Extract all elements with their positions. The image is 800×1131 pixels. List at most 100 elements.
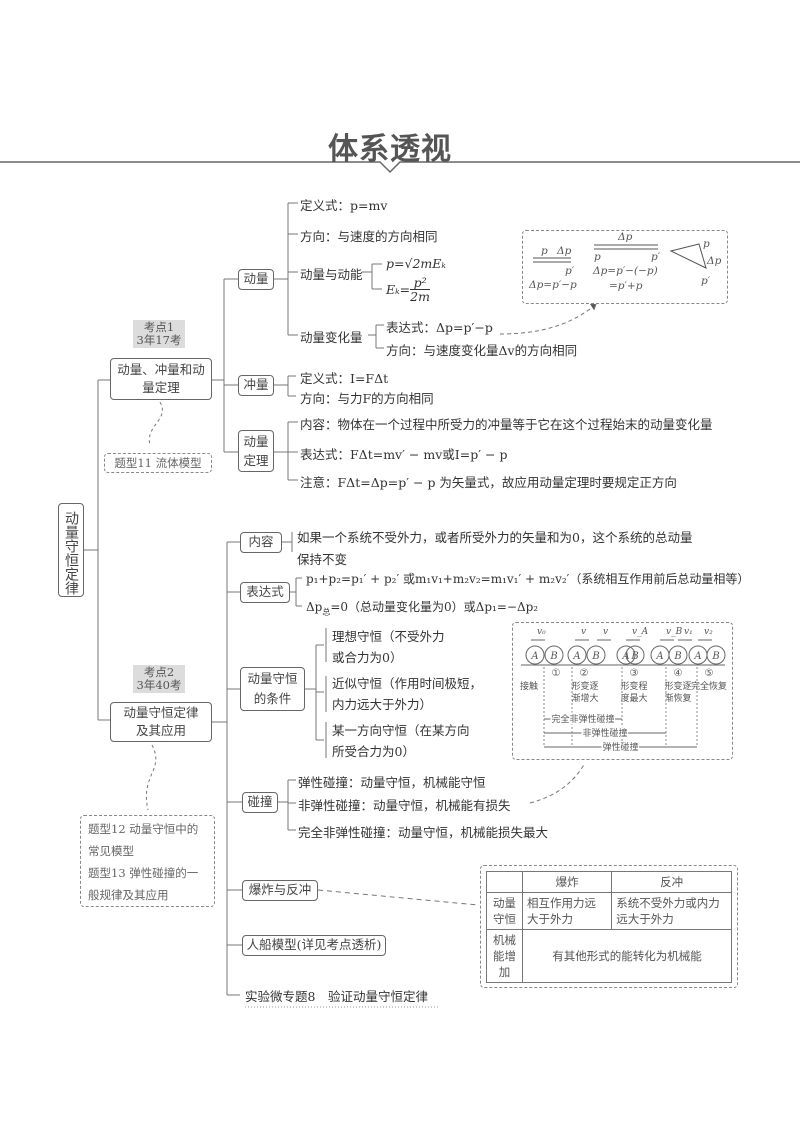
row-header-cell: 机械能增加 xyxy=(486,929,523,983)
theorem-expression: 表达式：FΔt=mv′ − mv或I=p′ − p xyxy=(300,447,508,462)
stage-caption: 形变程 xyxy=(620,680,647,692)
tag-line: 考点1 xyxy=(143,320,175,334)
node-line: 动量守恒 xyxy=(247,671,298,686)
ball-label: B xyxy=(549,651,557,662)
stage-caption: 形变逐 xyxy=(571,680,598,692)
collision-node: 碰撞 xyxy=(242,792,278,813)
expr-part: =0（总动量变化量为0）或Δp₁=−Δp₂ xyxy=(330,600,539,614)
expression-line: Δp总=0（总动量变化量为0）或Δp₁=−Δp₂ xyxy=(306,598,538,617)
momentum-change-expr: 表达式：Δp=p′−p xyxy=(386,320,493,335)
ball-label: A xyxy=(693,651,701,662)
node-line: 及其应用 xyxy=(135,723,186,738)
ball xyxy=(668,645,688,665)
expr-part: Δp xyxy=(306,600,323,614)
condition-line: 理想守恒（不受外力 xyxy=(332,629,445,644)
question-type-links[interactable]: 题型12 动量守恒中的 常见模型 题型13 弹性碰撞的一 般规律及其应用 xyxy=(80,815,215,907)
condition-line: 或合力为0） xyxy=(332,650,403,665)
ball-label: A xyxy=(621,651,629,662)
ke-lhs: Eₖ= xyxy=(386,282,411,297)
ball xyxy=(586,645,606,665)
velocity-label: v₂ xyxy=(704,627,713,637)
range-label: 完全非弹性碰撞 xyxy=(551,713,614,725)
ball xyxy=(567,645,587,665)
ball xyxy=(706,645,726,665)
fig-label: p xyxy=(541,245,548,257)
numerator: p² xyxy=(410,276,430,290)
stage-caption: 度最大 xyxy=(620,692,647,704)
stage-caption: 形变逐 xyxy=(664,680,691,692)
velocity-label: v₀ xyxy=(537,627,546,637)
impulse-direction: 方向：与力F的方向相同 xyxy=(300,391,434,406)
velocity-label: v₁ xyxy=(684,627,693,637)
collision-inelastic: 非弹性碰撞：动量守恒，机械能有损失 xyxy=(298,798,511,813)
collision-elastic: 弹性碰撞：动量守恒，机械能守恒 xyxy=(298,775,486,790)
section-title: 体系透视 xyxy=(328,132,452,167)
ball xyxy=(625,645,645,665)
experiment-topic[interactable]: 实验微专题8 验证动量守恒定律 xyxy=(245,989,428,1004)
stage-caption: 接触 xyxy=(520,680,538,692)
stage-caption: 渐增大 xyxy=(571,692,598,704)
link-line[interactable]: 题型13 弹性碰撞的一 xyxy=(88,866,199,880)
row-header-cell: 动量守恒 xyxy=(486,892,523,930)
header-cell: 反冲 xyxy=(611,871,732,893)
impulse-node: 冲量 xyxy=(238,375,274,396)
stage-number: ④ xyxy=(674,668,683,679)
range-label: 弹性碰撞 xyxy=(602,741,638,753)
ball-label: A xyxy=(530,651,538,662)
condition-direction: 某一方向守恒（在某方向 所受合力为0） xyxy=(332,720,470,762)
fig-label: p xyxy=(594,251,601,263)
fig-equation: Δp=p′−(−p) xyxy=(593,265,658,277)
denominator: 2m xyxy=(410,289,430,304)
velocity-label: v xyxy=(581,627,586,637)
velocity-label: v xyxy=(603,627,608,637)
tag-line: 考点2 xyxy=(143,665,175,679)
momentum-definition: 定义式：p=mv xyxy=(300,198,388,213)
stage-caption: 渐恢复 xyxy=(664,692,691,704)
stage-number: ② xyxy=(580,668,589,679)
velocity-label: v_A xyxy=(632,627,649,637)
exam-point-tag: 考点2 3年40考 xyxy=(133,665,185,693)
exam-point-tag: 考点1 3年17考 xyxy=(133,320,185,348)
ball xyxy=(544,645,564,665)
fig-label: Δp xyxy=(707,255,722,267)
node-line: 的条件 xyxy=(253,691,292,706)
header-cell xyxy=(486,871,523,893)
expr-sub: 总 xyxy=(322,607,331,617)
root-node: 动量守恒定律 xyxy=(58,503,84,597)
condition-line: 近似守恒（作用时间极短， xyxy=(332,676,483,691)
momentum-direction: 方向：与速度的方向相同 xyxy=(300,229,438,244)
fig-label: p xyxy=(703,238,710,250)
theorem-content: 内容：物体在一个过程中所受力的冲量等于它在这个过程始末的动量变化量 xyxy=(300,417,713,432)
fig-label: p′ xyxy=(565,265,575,277)
topic1-node: 动量、冲量和动量定理 xyxy=(110,358,212,400)
ball-label: A xyxy=(655,651,663,662)
vector-arrows xyxy=(533,243,707,269)
expression-node: 表达式 xyxy=(240,582,290,603)
content-line: 如果一个系统不受外力，或者所受外力的矢量和为0，这个系统的总动量 xyxy=(297,530,693,545)
ball xyxy=(616,645,636,665)
ball-label: B xyxy=(630,651,638,662)
fig-equation: =p′+p xyxy=(609,280,643,292)
table-row: 机械能增加 有其他形式的能转化为机械能 xyxy=(486,929,732,983)
fig-label: Δp xyxy=(618,231,633,243)
table-header-row: 爆炸 反冲 xyxy=(486,871,732,893)
table-cell: 相互作用力远大于外力 xyxy=(521,892,613,930)
link-line[interactable]: 题型12 动量守恒中的 xyxy=(88,822,199,836)
stage-number: ③ xyxy=(630,668,639,679)
node-line: 动量守恒定律 xyxy=(123,705,199,720)
link-line[interactable]: 常见模型 xyxy=(88,844,134,858)
table-cell: 系统不受外力或内力远大于外力 xyxy=(611,892,732,930)
node-line: 定理 xyxy=(243,453,269,468)
fig-equation: Δp=p′−p xyxy=(529,279,577,291)
momentum-change-label: 动量变化量 xyxy=(300,330,363,345)
theorem-node: 动量 定理 xyxy=(238,430,274,472)
content-line: 保持不变 xyxy=(297,552,348,567)
link-line[interactable]: 般规律及其应用 xyxy=(88,888,169,902)
topic2-node: 动量守恒定律 及其应用 xyxy=(110,702,212,742)
question-type-link[interactable]: 题型11 流体模型 xyxy=(104,453,212,473)
fig-label: Δp xyxy=(557,245,572,257)
ball-label: B xyxy=(591,651,599,662)
